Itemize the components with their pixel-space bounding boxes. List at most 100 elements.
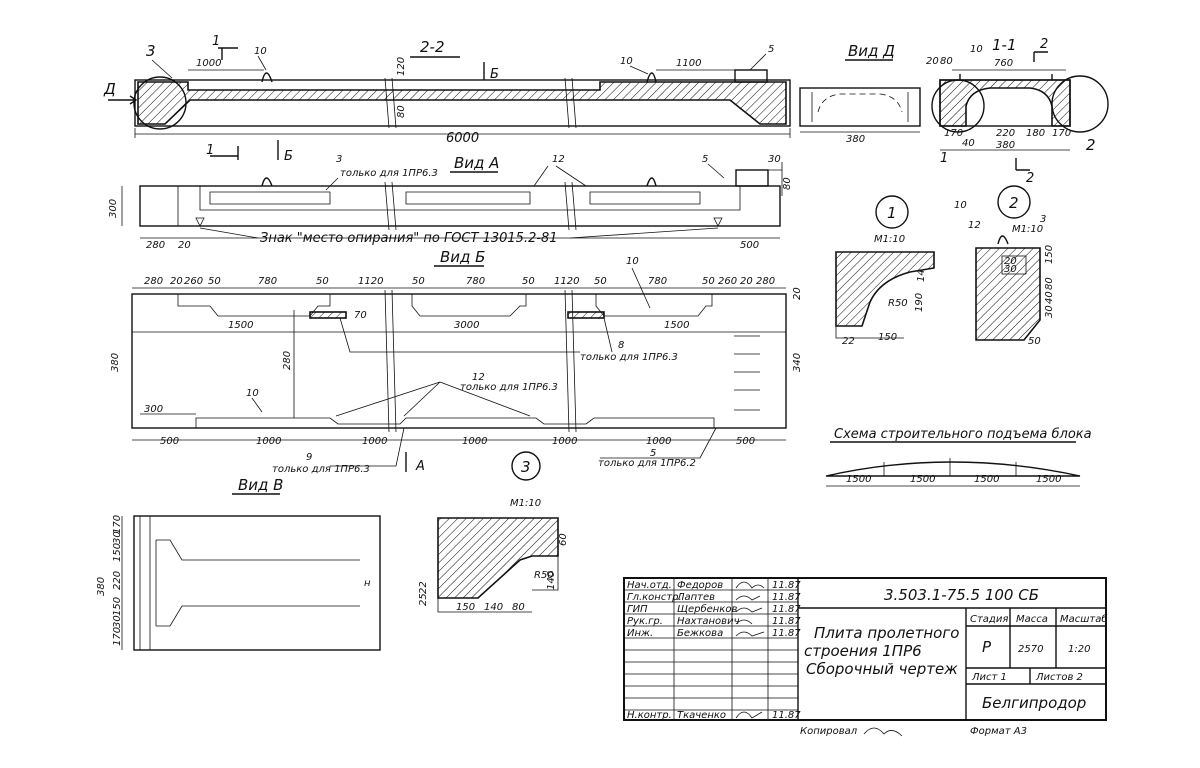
view-b-note-12: только для 1ПР6.3	[460, 382, 558, 393]
node-1-scale: М1:10	[874, 234, 905, 245]
view-b-top-dim-16: 280	[756, 276, 775, 287]
view-b-top-dim-1: 20	[170, 276, 183, 287]
view-d-title: Вид Д	[848, 42, 895, 60]
view-b-note-8: только для 1ПР6.3	[580, 352, 678, 363]
view-a-tag-3: 3	[336, 154, 342, 165]
view-b-bottom-dim-3: 1000	[462, 436, 487, 447]
staff-name-1: Лаптев	[676, 592, 715, 603]
node-1-dim-14: 14	[916, 269, 927, 282]
section-2-2-title: 2-2	[420, 38, 445, 56]
section-1-1-dim-20: 20	[926, 56, 939, 67]
section-1-1-callout-2: 2	[1086, 136, 1096, 154]
view-v: Вид В н 380 170 30 150 220 150 30 170	[96, 476, 381, 651]
view-b-marker-a: А	[415, 459, 425, 474]
staff-date-4: 11.87	[772, 628, 801, 639]
node-2-tag-12: 12	[968, 220, 981, 231]
staff-role-2: ГИП	[627, 604, 648, 615]
dim-6000: 6000	[446, 131, 479, 146]
lifting-dim-3: 1500	[1036, 474, 1061, 485]
control-name: Ткаченко	[677, 710, 726, 721]
view-b-callout-3: 3	[521, 458, 531, 476]
section-1-1-dim-380: 380	[996, 140, 1015, 151]
view-a-dim-280: 280	[146, 240, 165, 251]
node-3-dim-140: 140	[546, 571, 557, 590]
view-d: Вид Д 380	[799, 42, 921, 145]
section-1-1-dim-760: 760	[994, 58, 1013, 69]
staff-role-4: Инж.	[627, 628, 653, 639]
staff-name-3: Нахтанович	[677, 616, 740, 627]
node-2-dim-30: 30	[1044, 305, 1055, 318]
view-b-dim-280: 280	[282, 351, 293, 370]
section-1-1-dim-180: 180	[1026, 128, 1045, 139]
scale-value: 1:20	[1068, 644, 1090, 655]
view-v-dim-1: 30	[112, 531, 123, 544]
view-b-top-dim-6: 1120	[358, 276, 383, 287]
view-a: 1 Б Вид А 3 только для 1ПР6.3 12 5 30 80…	[108, 140, 793, 251]
node-2-dim-20: 20	[1004, 256, 1017, 267]
lifting-dim-1: 1500	[910, 474, 935, 485]
section-1-1-dim-220: 220	[996, 128, 1015, 139]
view-a-tag-12: 12	[552, 154, 565, 165]
view-b-dim-70: 70	[354, 310, 367, 321]
description-line1: Плита пролетного	[814, 624, 959, 642]
node-2-callout: 2	[1009, 194, 1019, 212]
view-b-dim-1500-left: 1500	[228, 320, 253, 331]
view-b-tag-8: 8	[618, 340, 624, 351]
staff-name-2: Щербенков	[677, 603, 737, 615]
dim-1100: 1100	[676, 58, 701, 69]
node-2-dim-30: 30	[1004, 264, 1017, 275]
staff-date-1: 11.87	[772, 592, 801, 603]
view-b-top-dim-2: 260	[184, 276, 203, 287]
section-marker-b: Б	[490, 67, 499, 82]
node-3-dim-25: 25	[418, 593, 429, 606]
view-b-bottom-dim-2: 1000	[362, 436, 387, 447]
node-3-dim-r50: R50	[534, 570, 554, 581]
view-b-dim-380: 380	[110, 353, 121, 372]
control-date: 11.87	[772, 710, 801, 721]
lifting-scheme-title: Схема строительного подъема блока	[834, 427, 1092, 442]
node-3: М1:10 150 140 80 R50 140 60 22 25	[418, 498, 569, 613]
section-marker-1: 1	[212, 34, 220, 49]
node-2-dim-150: 150	[1044, 245, 1055, 264]
view-b: Вид Б 280 20 260 50 780 50 1120 50 780 5…	[110, 248, 803, 481]
section-1-1: 1-1 2 10 20 80 760 170 220 180 170 40 38…	[926, 36, 1109, 186]
view-b-dim-3000: 3000	[454, 320, 479, 331]
view-b-top-dim-3: 50	[208, 276, 221, 287]
view-b-top-dim-4: 780	[258, 276, 277, 287]
view-v-label-n: н	[364, 578, 371, 589]
view-b-top-dim-5: 50	[316, 276, 329, 287]
sheet-label: Лист 1	[971, 672, 1007, 683]
stage-value: Р	[982, 638, 992, 656]
mass-value: 2570	[1018, 644, 1043, 655]
view-b-bottom-dim-6: 500	[736, 436, 755, 447]
node-2-tag-3: 3	[1040, 214, 1046, 225]
stage-header: Стадия	[970, 614, 1008, 625]
view-b-top-dim-7: 50	[412, 276, 425, 287]
node-2-dim-80: 80	[1044, 277, 1055, 290]
staff-date-0: 11.87	[772, 580, 801, 591]
node-2-scale: М1:10	[1012, 224, 1043, 235]
view-v-title: Вид В	[238, 476, 283, 494]
view-b-tag-10-low: 10	[246, 388, 259, 399]
staff-name-4: Бежкова	[677, 628, 723, 639]
view-b-tag-10-top: 10	[626, 256, 639, 267]
view-b-dim-340: 340	[792, 353, 803, 372]
lifting-dim-2: 1500	[974, 474, 999, 485]
view-b-note-5: только для 1ПР6.2	[598, 458, 696, 469]
view-v-dim-380: 380	[96, 577, 107, 596]
node-1: 1 М1:10 R50 150 22 190 14	[835, 195, 935, 347]
staff-role-1: Гл.констр.	[627, 592, 682, 603]
view-v-dim-4: 150	[112, 597, 123, 616]
lifting-scheme: Схема строительного подъема блока 1500 1…	[825, 427, 1092, 487]
view-b-bottom-dim-4: 1000	[552, 436, 577, 447]
view-v-dim-3: 220	[112, 571, 123, 590]
tag-5: 5	[768, 44, 774, 55]
view-a-note-1prb3: только для 1ПР6.3	[340, 168, 438, 179]
node-2: 2 10 12 3 М1:10 20 30 150 80 40 30 50	[954, 185, 1055, 347]
sheets-label: Листов 2	[1035, 672, 1083, 683]
dim-1000: 1000	[196, 58, 221, 69]
control-role: Н.контр.	[627, 710, 672, 721]
view-a-dim-30: 30	[768, 154, 781, 165]
view-a-title: Вид А	[454, 154, 499, 172]
